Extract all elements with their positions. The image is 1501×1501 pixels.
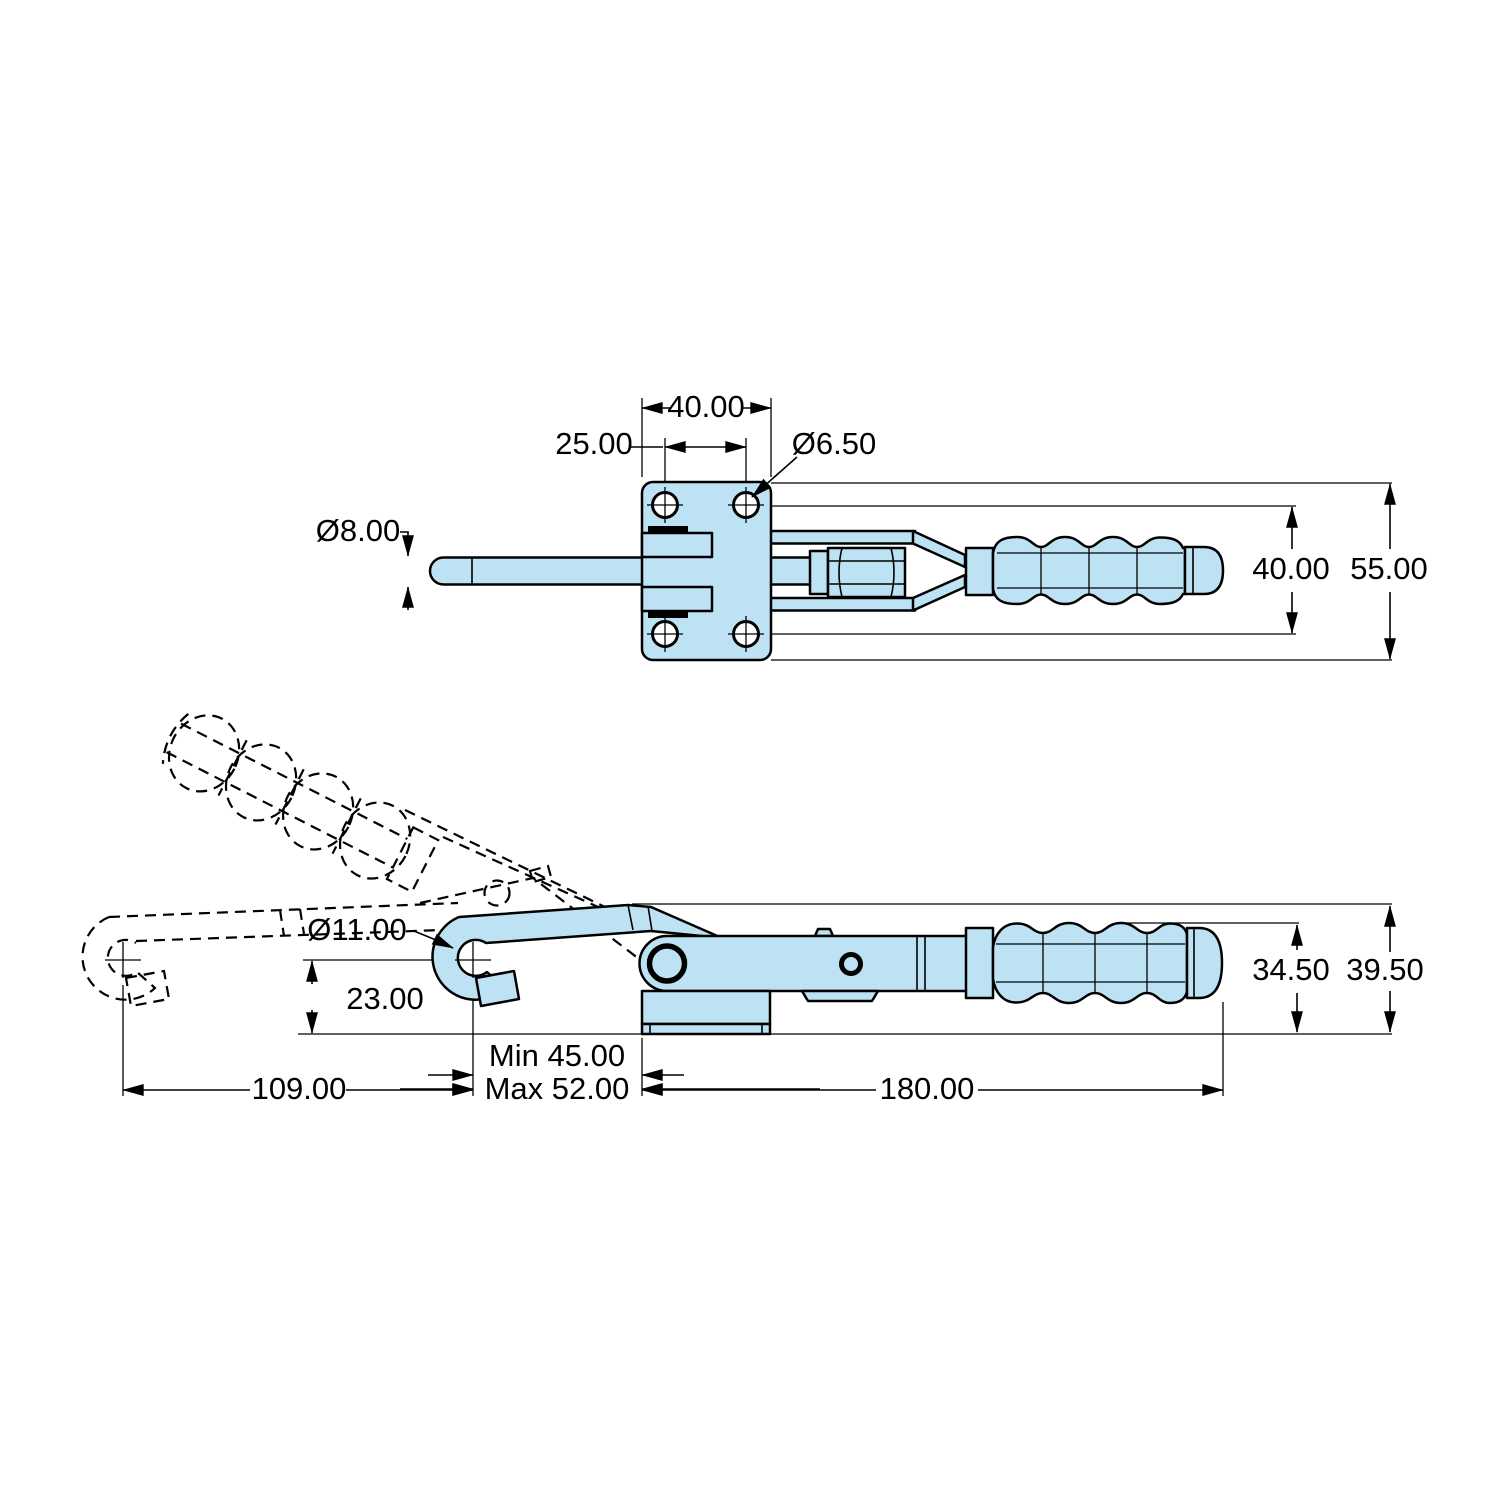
handle-end-cap-top: [1183, 545, 1225, 596]
closed-position-solid: [431, 903, 1224, 1036]
hinge-pin-bottom: [648, 611, 688, 618]
dim-hook-center-height: 23.00: [346, 981, 424, 1016]
ghost-hook-center-mark: [105, 942, 141, 978]
handle-end-cap-side: [1185, 926, 1224, 1000]
hinge-knuckles: [640, 526, 714, 618]
dim-hole-diameter: Ø6.50: [792, 426, 876, 461]
clamp-body: [638, 934, 972, 993]
hook-center-mark: [455, 942, 491, 978]
handle-ferrule-top: [964, 546, 995, 597]
hook-tip: [474, 969, 521, 1008]
dim-hole-spacing: 25.00: [555, 426, 633, 461]
top-view-extension-lines: [641, 398, 1392, 661]
dim-body-length: 180.00: [880, 1071, 975, 1106]
side-view: Ø11.00 23.00 109.00 Min 45.00 Max 52.00 …: [81, 713, 1424, 1106]
mounting-base: [640, 989, 772, 1036]
handle-grip-side: [991, 921, 1189, 1005]
screw-hole: [728, 616, 764, 652]
screw-hole: [728, 487, 764, 523]
top-view: 40.00 25.00 Ø6.50 Ø8.00 40.00 55.00: [316, 389, 1428, 662]
ghost-catch: [528, 864, 553, 884]
handle-top: [964, 535, 1225, 606]
top-view-dimensions: 40.00 25.00 Ø6.50 Ø8.00 40.00 55.00: [316, 389, 1428, 660]
dim-reach-min: Min 45.00: [489, 1038, 625, 1073]
dim-hole-row-spacing: 40.00: [1252, 551, 1330, 586]
pin-hole: [839, 952, 863, 976]
catch-plate: [800, 989, 880, 1003]
mounting-holes: [647, 487, 764, 652]
hinge-pin-top: [648, 526, 688, 533]
ghost-handle-grip: [161, 713, 440, 894]
dim-overall-height: 39.50: [1346, 952, 1424, 987]
screw-hole: [647, 487, 683, 523]
dim-plate-height: 55.00: [1350, 551, 1428, 586]
hex-nut: [826, 546, 907, 599]
dim-plate-width: 40.00: [667, 389, 745, 424]
ghost-pin-hole: [483, 879, 511, 907]
screw-hole: [647, 616, 683, 652]
dim-handle-height: 34.50: [1252, 952, 1330, 987]
dim-hook-travel: 109.00: [252, 1071, 347, 1106]
dim-reach-max: Max 52.00: [485, 1071, 630, 1106]
ghost-hook-tip: [124, 969, 171, 1008]
handle-ferrule-side: [964, 926, 995, 1000]
washer: [808, 549, 830, 596]
ghost-hook: [81, 915, 157, 1001]
pivot-hole: [646, 943, 688, 984]
dim-rod-diameter: Ø8.00: [316, 513, 400, 548]
side-view-dimensions: Ø11.00 23.00 109.00 Min 45.00 Max 52.00 …: [122, 905, 1424, 1106]
dim-hook-diameter: Ø11.00: [307, 912, 406, 947]
